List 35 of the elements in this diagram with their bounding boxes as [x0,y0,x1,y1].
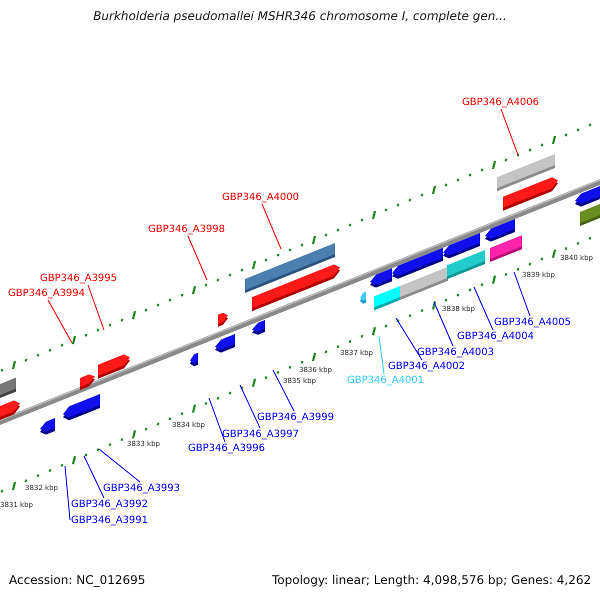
leader-line [64,466,70,520]
leader-line [84,456,104,498]
gene-label: GBP346_A4003 [417,346,494,359]
accession-text: Accession: NC_012695 [9,574,146,587]
leader-line [474,286,494,330]
gene-label: GBP346_A3999 [257,411,334,424]
gene-label: GBP346_A4006 [462,96,540,109]
gene-label: GBP346_A3993 [103,482,180,495]
leader-line [240,384,260,428]
gene-label: GBP346_A3991 [71,514,148,527]
leader-line [514,272,530,316]
gene-label: GBP346_A3997 [222,428,300,441]
gene-label: GBP346_A4001 [347,374,424,387]
leader-line [262,204,282,250]
leader-line [188,236,208,280]
gene-label: GBP346_A3998 [148,223,226,236]
title: Burkholderia pseudomallei MSHR346 chromosome I, complete gen... [92,10,508,23]
gene-label: GBP346_A4005 [494,316,572,329]
leader-line [98,448,140,482]
leader-line [500,108,518,156]
leader-line [48,300,72,344]
gene-label: GBP346_A3994 [8,287,86,300]
gene-label: GBP346_A4002 [388,360,466,373]
gene-label: GBP346_A4004 [457,330,534,343]
gene-label: GBP346_A3992 [71,498,148,511]
leader-line [378,336,384,374]
leader-line [396,318,422,360]
leader-line [272,370,294,412]
leader-line [434,302,454,346]
gene-label: GBP346_A3995 [40,272,118,285]
gene-label: GBP346_A3996 [188,442,266,455]
gene-label: GBP346_A4000 [222,191,300,204]
leader-line [208,398,226,442]
genome-summary-text: Topology: linear; Length: 4,098,576 bp; Genes: 4,262 [272,574,592,587]
leader-line [88,284,104,330]
